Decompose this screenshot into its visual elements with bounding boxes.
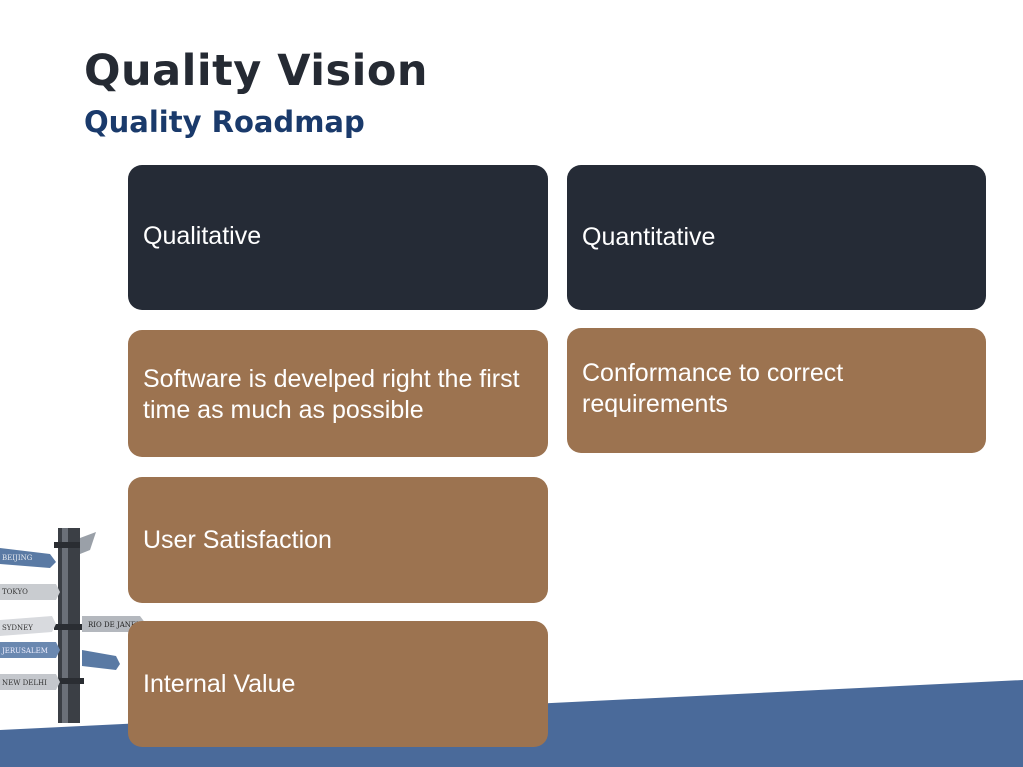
- qualitative-header-box: Qualitative: [128, 165, 548, 310]
- qualitative-header-label: Qualitative: [143, 222, 262, 250]
- qualitative-item-first-time-right: Software is develped right the first tim…: [128, 330, 548, 457]
- slide-subtitle: Quality Roadmap: [84, 105, 365, 139]
- slide-title: Quality Vision: [84, 46, 428, 96]
- sign-label-new-delhi: NEW DELHI: [2, 679, 47, 687]
- sign-label-tokyo: TOKYO: [2, 588, 28, 596]
- sign-label-rio: RIO DE JANEIRO: [88, 621, 150, 629]
- sign-label-jerusalem: JERUSALEM: [1, 647, 48, 655]
- qualitative-item-1-label: Software is develped right the first tim…: [143, 364, 520, 424]
- sign-label-sydney: SYDNEY: [2, 624, 33, 632]
- signpost-illustration: BEIJING TOKYO SYDNEY RIO DE JANEIRO JERU…: [0, 528, 150, 723]
- qualitative-item-internal-value: Internal Value: [128, 621, 548, 747]
- quantitative-item-conformance: Conformance to correct requirements: [567, 328, 986, 453]
- quantitative-header-box: Quantitative: [567, 165, 986, 310]
- quantitative-header-label: Quantitative: [582, 223, 716, 251]
- qualitative-item-3-label: Internal Value: [143, 669, 296, 698]
- sign-label-beijing: BEIJING: [2, 554, 33, 562]
- qualitative-item-2-label: User Satisfaction: [143, 525, 332, 554]
- quantitative-item-1-label: Conformance to correct requirements: [582, 359, 844, 418]
- qualitative-item-user-satisfaction: User Satisfaction: [128, 477, 548, 603]
